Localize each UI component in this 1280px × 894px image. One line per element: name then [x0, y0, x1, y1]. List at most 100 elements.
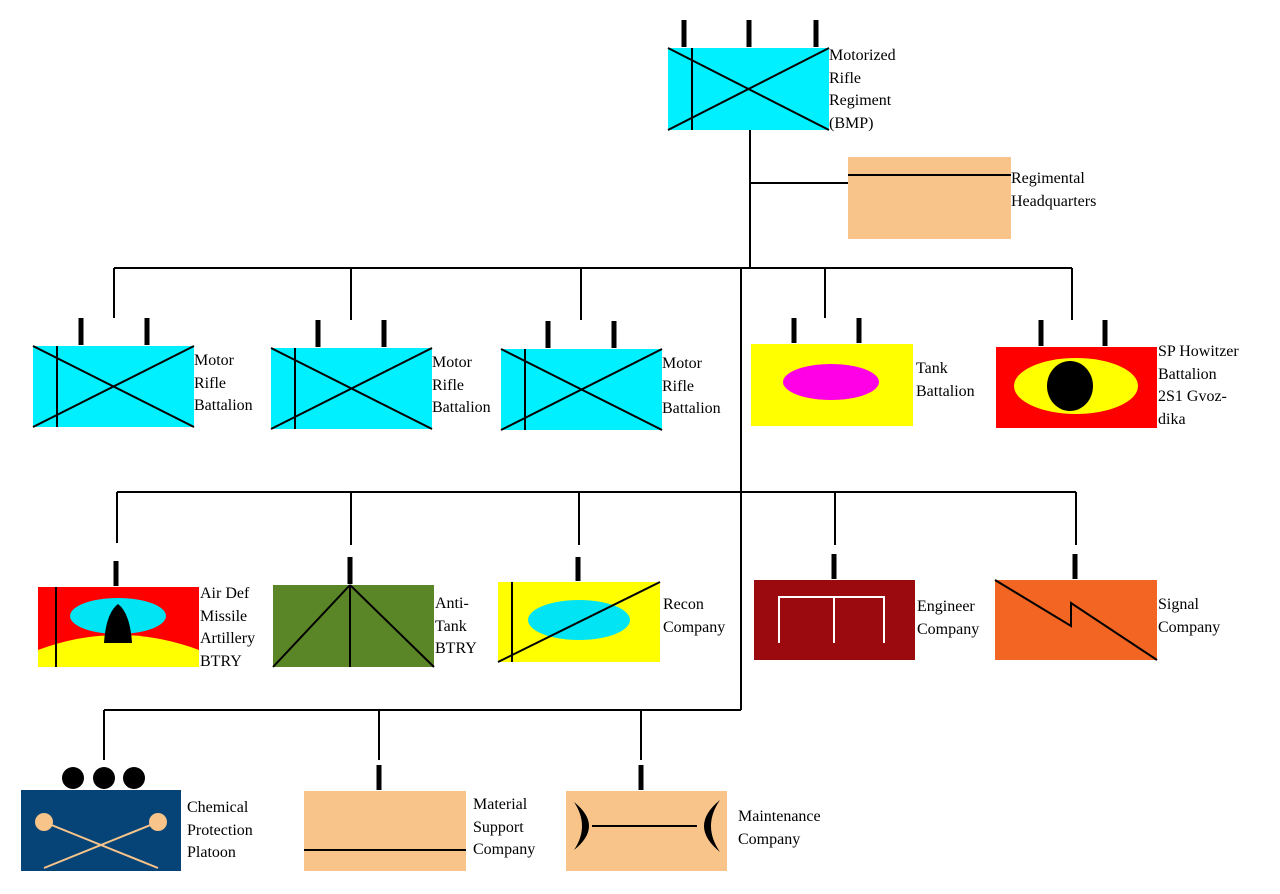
- label-line: Maintenance: [738, 808, 821, 825]
- label-line: Material: [473, 796, 528, 813]
- label-line: Battalion: [1158, 365, 1217, 383]
- mrb1-label: Motor Rifle Battalion: [194, 350, 253, 418]
- label-line: Company: [917, 620, 980, 638]
- unit-howitzer: [996, 320, 1157, 428]
- label-line: dika: [1158, 410, 1186, 428]
- unit-frame: [273, 585, 434, 667]
- label-line: Recon: [663, 596, 704, 613]
- hq-label: Regimental Headquarters: [1011, 168, 1096, 213]
- unit-chemical: [21, 767, 181, 871]
- engineer-label: Engineer Company: [917, 596, 979, 641]
- label-line: (BMP): [829, 114, 874, 132]
- armor-oval-icon: [783, 364, 879, 400]
- echelon-marker: [545, 321, 617, 348]
- unit-frame: [995, 580, 1157, 660]
- unit-frame: [304, 791, 466, 871]
- airdef-label: Air Def Missile Artillery BTRY: [200, 583, 255, 673]
- label-line: 2S1 Gvoz-: [1158, 388, 1227, 405]
- label-line: Battalion: [194, 397, 253, 414]
- label-line: Regimental: [1011, 170, 1085, 187]
- antitank-label: Anti- Tank BTRY: [435, 593, 477, 661]
- regiment-label: Motorized Rifle Regiment (BMP): [829, 45, 896, 135]
- echelon-marker: [1038, 320, 1108, 346]
- mrb3-label: Motor Rifle Battalion: [662, 353, 721, 421]
- label-line: Company: [738, 830, 801, 848]
- label-line: Company: [473, 841, 536, 858]
- label-line: Motor: [662, 355, 702, 372]
- unit-recon: [497, 557, 661, 663]
- label-line: Regiment: [829, 92, 892, 109]
- label-line: Rifle: [432, 376, 464, 394]
- unit-maintenance: [566, 765, 727, 871]
- tank-label: Tank Battalion: [916, 358, 975, 403]
- unit-signal: [994, 554, 1158, 661]
- material-label: Material Support Company: [473, 794, 535, 862]
- unit-mrb2: [270, 320, 433, 430]
- label-line: Air Def: [200, 585, 250, 602]
- echelon-marker: [315, 320, 387, 347]
- air-defense-dome-icon: [38, 635, 199, 667]
- unit-tank: [751, 318, 913, 426]
- label-line: Battalion: [916, 382, 975, 400]
- unit-material: [304, 765, 466, 871]
- label-line: Motor: [432, 354, 472, 371]
- label-line: Platoon: [187, 844, 236, 861]
- infantry-cross-icon: [667, 47, 830, 131]
- label-line: Motorized: [829, 47, 896, 64]
- engineer-bridge-icon: [778, 596, 885, 643]
- label-line: Support: [473, 818, 524, 836]
- unit-mrb3: [500, 321, 663, 431]
- signal-lightning-icon: [994, 579, 1158, 661]
- recon-slash-icon: [497, 581, 661, 663]
- maintenance-label: Maintenance Company: [738, 806, 821, 851]
- label-line: Tank: [435, 617, 467, 635]
- label-line: Tank: [916, 360, 948, 377]
- label-line: Protection: [187, 821, 253, 839]
- label-line: Company: [1158, 618, 1221, 636]
- recon-label: Recon Company: [663, 594, 725, 639]
- artillery-dot-icon: [1047, 361, 1093, 411]
- howitzer-label: SP Howitzer Battalion 2S1 Gvoz- dika: [1158, 341, 1239, 431]
- label-line: Anti-: [435, 595, 469, 612]
- label-line: Headquarters: [1011, 192, 1097, 210]
- signal-label: Signal Company: [1158, 594, 1220, 639]
- label-line: Chemical: [187, 799, 249, 816]
- label-line: Company: [663, 618, 726, 636]
- echelon-marker: [681, 20, 819, 47]
- label-line: BTRY: [435, 640, 477, 657]
- anti-tank-chevron-icon: [272, 584, 435, 668]
- label-line: Signal: [1158, 596, 1199, 613]
- label-line: Rifle: [829, 69, 861, 87]
- unit-frame: [566, 791, 727, 871]
- infantry-cross-icon: [500, 348, 663, 431]
- unit-frame: [21, 790, 181, 871]
- label-line: Battalion: [662, 400, 721, 417]
- recon-oval-icon: [528, 600, 630, 640]
- unit-mrb1: [32, 318, 195, 428]
- unit-regiment: [667, 20, 830, 131]
- maintenance-wrench-icon: [574, 800, 720, 852]
- label-line: SP Howitzer: [1158, 343, 1239, 360]
- label-line: Rifle: [662, 377, 694, 395]
- label-line: Missile: [200, 607, 248, 625]
- echelon-marker: [78, 318, 150, 345]
- unit-frame: [848, 157, 1011, 239]
- echelon-marker: [62, 767, 145, 789]
- echelon-marker: [791, 318, 862, 343]
- label-line: Artillery: [200, 630, 256, 647]
- label-line: BTRY: [200, 652, 242, 670]
- label-line: Motor: [194, 352, 234, 369]
- chemical-retorts-icon: [35, 813, 167, 869]
- label-line: Battalion: [432, 399, 491, 416]
- mrb2-label: Motor Rifle Battalion: [432, 352, 491, 420]
- infantry-cross-icon: [270, 347, 433, 430]
- unit-airdef: [38, 561, 199, 667]
- infantry-cross-icon: [32, 345, 195, 428]
- label-line: Rifle: [194, 374, 226, 392]
- connector-lines: [103, 130, 1077, 760]
- label-line: Engineer: [917, 598, 975, 615]
- missile-icon: [104, 604, 132, 643]
- unit-engineer: [754, 554, 915, 660]
